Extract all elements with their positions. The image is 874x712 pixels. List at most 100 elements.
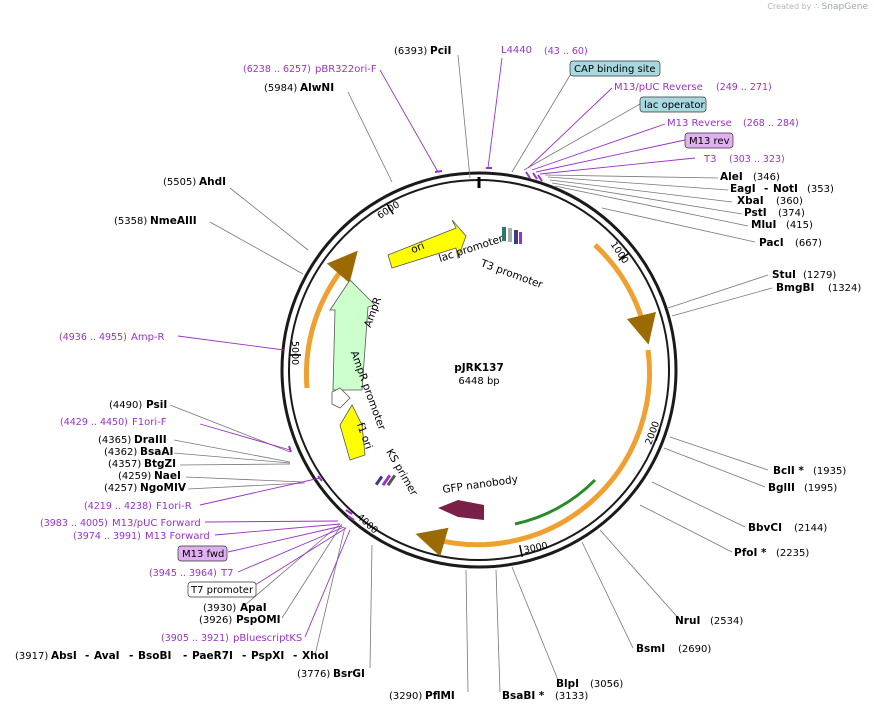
ngomiv-name: NgoMIV [140,482,187,494]
eagi-name: EagI [730,183,756,195]
top-labels: (6393) PciI L4440 (43 .. 60) (6238 .. 62… [243,45,799,165]
eagi-pos: (353) [807,184,834,195]
stui-name: StuI [772,269,796,281]
ks-primer-label: KS primer [383,447,420,498]
ahdi-name: AhdI [199,176,226,188]
brand-name: SnapGene [821,2,868,12]
plasmid-size: 6448 bp [458,376,499,387]
noti-name: NotI [773,183,798,195]
m13puc-rev-range: (249 .. 271) [716,82,772,93]
pflmi-name: PflMI [425,690,455,702]
m13puc-fwd-name: M13/pUC Forward [112,518,201,529]
f1ori-f-range: (4429 .. 4450) [60,417,128,428]
alei-pos: (346) [753,172,780,183]
absi-sep4: - [242,650,246,662]
pbluescriptks-name: pBluescriptKS [233,633,302,644]
naei-pos: (4259) [118,471,151,482]
ks-marks [374,474,397,487]
bcli-name: BclI * [773,465,804,477]
pbr322-name: pBR322ori-F [315,64,377,75]
t3-name: T3 [703,154,716,165]
bsmi-name: BsmI [636,643,665,655]
paci-name: PacI [759,237,784,249]
m13-reverse-range: (268 .. 284) [743,118,799,129]
cap-callout: CAP binding site [569,60,661,77]
psti-pos: (374) [778,208,805,219]
psii-pos: (4490) [109,400,142,411]
btgzi-name: BtgZI [144,458,176,470]
pspomi-name: PspOMI [236,614,281,626]
inner-features: ori AmpR AmpR promoter f1 ori lac promot… [329,219,545,520]
pfoi-name: PfoI * [734,547,767,559]
m13puc-rev-name: M13/pUC Reverse [614,82,703,93]
bsaai-pos: (4362) [104,447,137,458]
gfp-nanobody-label: GFP nanobody [442,474,519,496]
m13-fwd-name: M13 fwd [182,549,224,560]
gfp-green-arc [514,478,597,526]
draiii-name: DraIII [134,434,167,446]
primer-ticks [288,167,543,521]
bmgbi-pos: (1324) [828,283,861,294]
bbvci-name: BbvCI [748,522,782,534]
l4440-range: (43 .. 60) [544,46,588,57]
bsrgi-name: BsrGI [333,668,365,680]
paci-pos: (667) [795,238,822,249]
m13-rev-name: M13 rev [689,136,730,147]
orange-features [303,243,656,557]
t7-range: (3945 .. 3964) [149,568,217,579]
blpi-name: BlpI [556,678,579,690]
pflmi-pos: (3290) [389,691,422,702]
avai-name: AvaI [94,650,120,662]
plasmid-name: pJRK137 [454,362,504,374]
lac-operator-name: lac operator [644,100,705,111]
pcii-pos: (6393) [394,46,427,57]
pbluescriptks-range: (3905 .. 3921) [161,633,229,644]
mlui-pos: (415) [786,220,813,231]
m13-reverse-name: M13 Reverse [667,118,732,129]
pcii-name: PciI [430,45,451,57]
absi-pos: (3917) [15,651,48,662]
m13-forward-name: M13 Forward [145,531,210,542]
apai-name: ApaI [240,602,267,614]
f1ori-f-name: F1ori-F [132,417,167,428]
tick-5000: 5000 [289,341,300,365]
l4440-name: L4440 [501,45,532,56]
t7-name: T7 [220,568,233,579]
ampr-primer-range: (4936 .. 4955) [59,332,127,343]
alwni-name: AlwNI [300,82,334,94]
bsobi-name: BsoBI [138,650,171,662]
bglii-name: BglII [768,482,795,494]
leader-lines [169,54,773,693]
gfp-nanobody-feature [438,500,484,520]
apai-pos: (3930) [203,603,236,614]
nmeaiii-name: NmeAIII [150,215,197,227]
xbai-name: XbaI [737,195,764,207]
bmgbi-name: BmgBI [776,282,814,294]
alwni-pos: (5984) [264,83,297,94]
f1ori-r-range: (4219 .. 4238) [84,501,152,512]
paer7i-name: PaeR7I [192,650,233,662]
pspomi-pos: (3926) [199,615,232,626]
ampr-primer-name: Amp-R [131,332,165,343]
f1ori-r-name: F1ori-R [156,501,192,512]
f1-ori-feature [339,404,366,461]
primer-leader-lines [177,57,696,638]
pbr322-range: (6238 .. 6257) [243,64,311,75]
pspxi-name: PspXI [251,650,284,662]
absi-sep1: - [85,650,89,662]
ori-label: ori [409,240,426,256]
blpi-pos: (3056) [590,679,623,690]
mlui-name: MluI [751,219,776,231]
ngomiv-pos: (4257) [104,483,137,494]
absi-sep2: - [129,650,133,662]
bsrgi-pos: (3776) [297,669,330,680]
ampr-feature [329,279,376,391]
m13-rev-callout: M13 rev [684,132,734,149]
snapgene-credit: Created by ∴ SnapGene [767,2,868,12]
tick-3000: 3000 [523,540,549,556]
t3-promoter-label: T3 promoter [478,257,545,291]
t7-promoter-name: T7 promoter [190,585,254,596]
lac-operator-callout: lac operator [639,96,707,113]
m13puc-fwd-range: (3983 .. 4005) [40,518,108,529]
